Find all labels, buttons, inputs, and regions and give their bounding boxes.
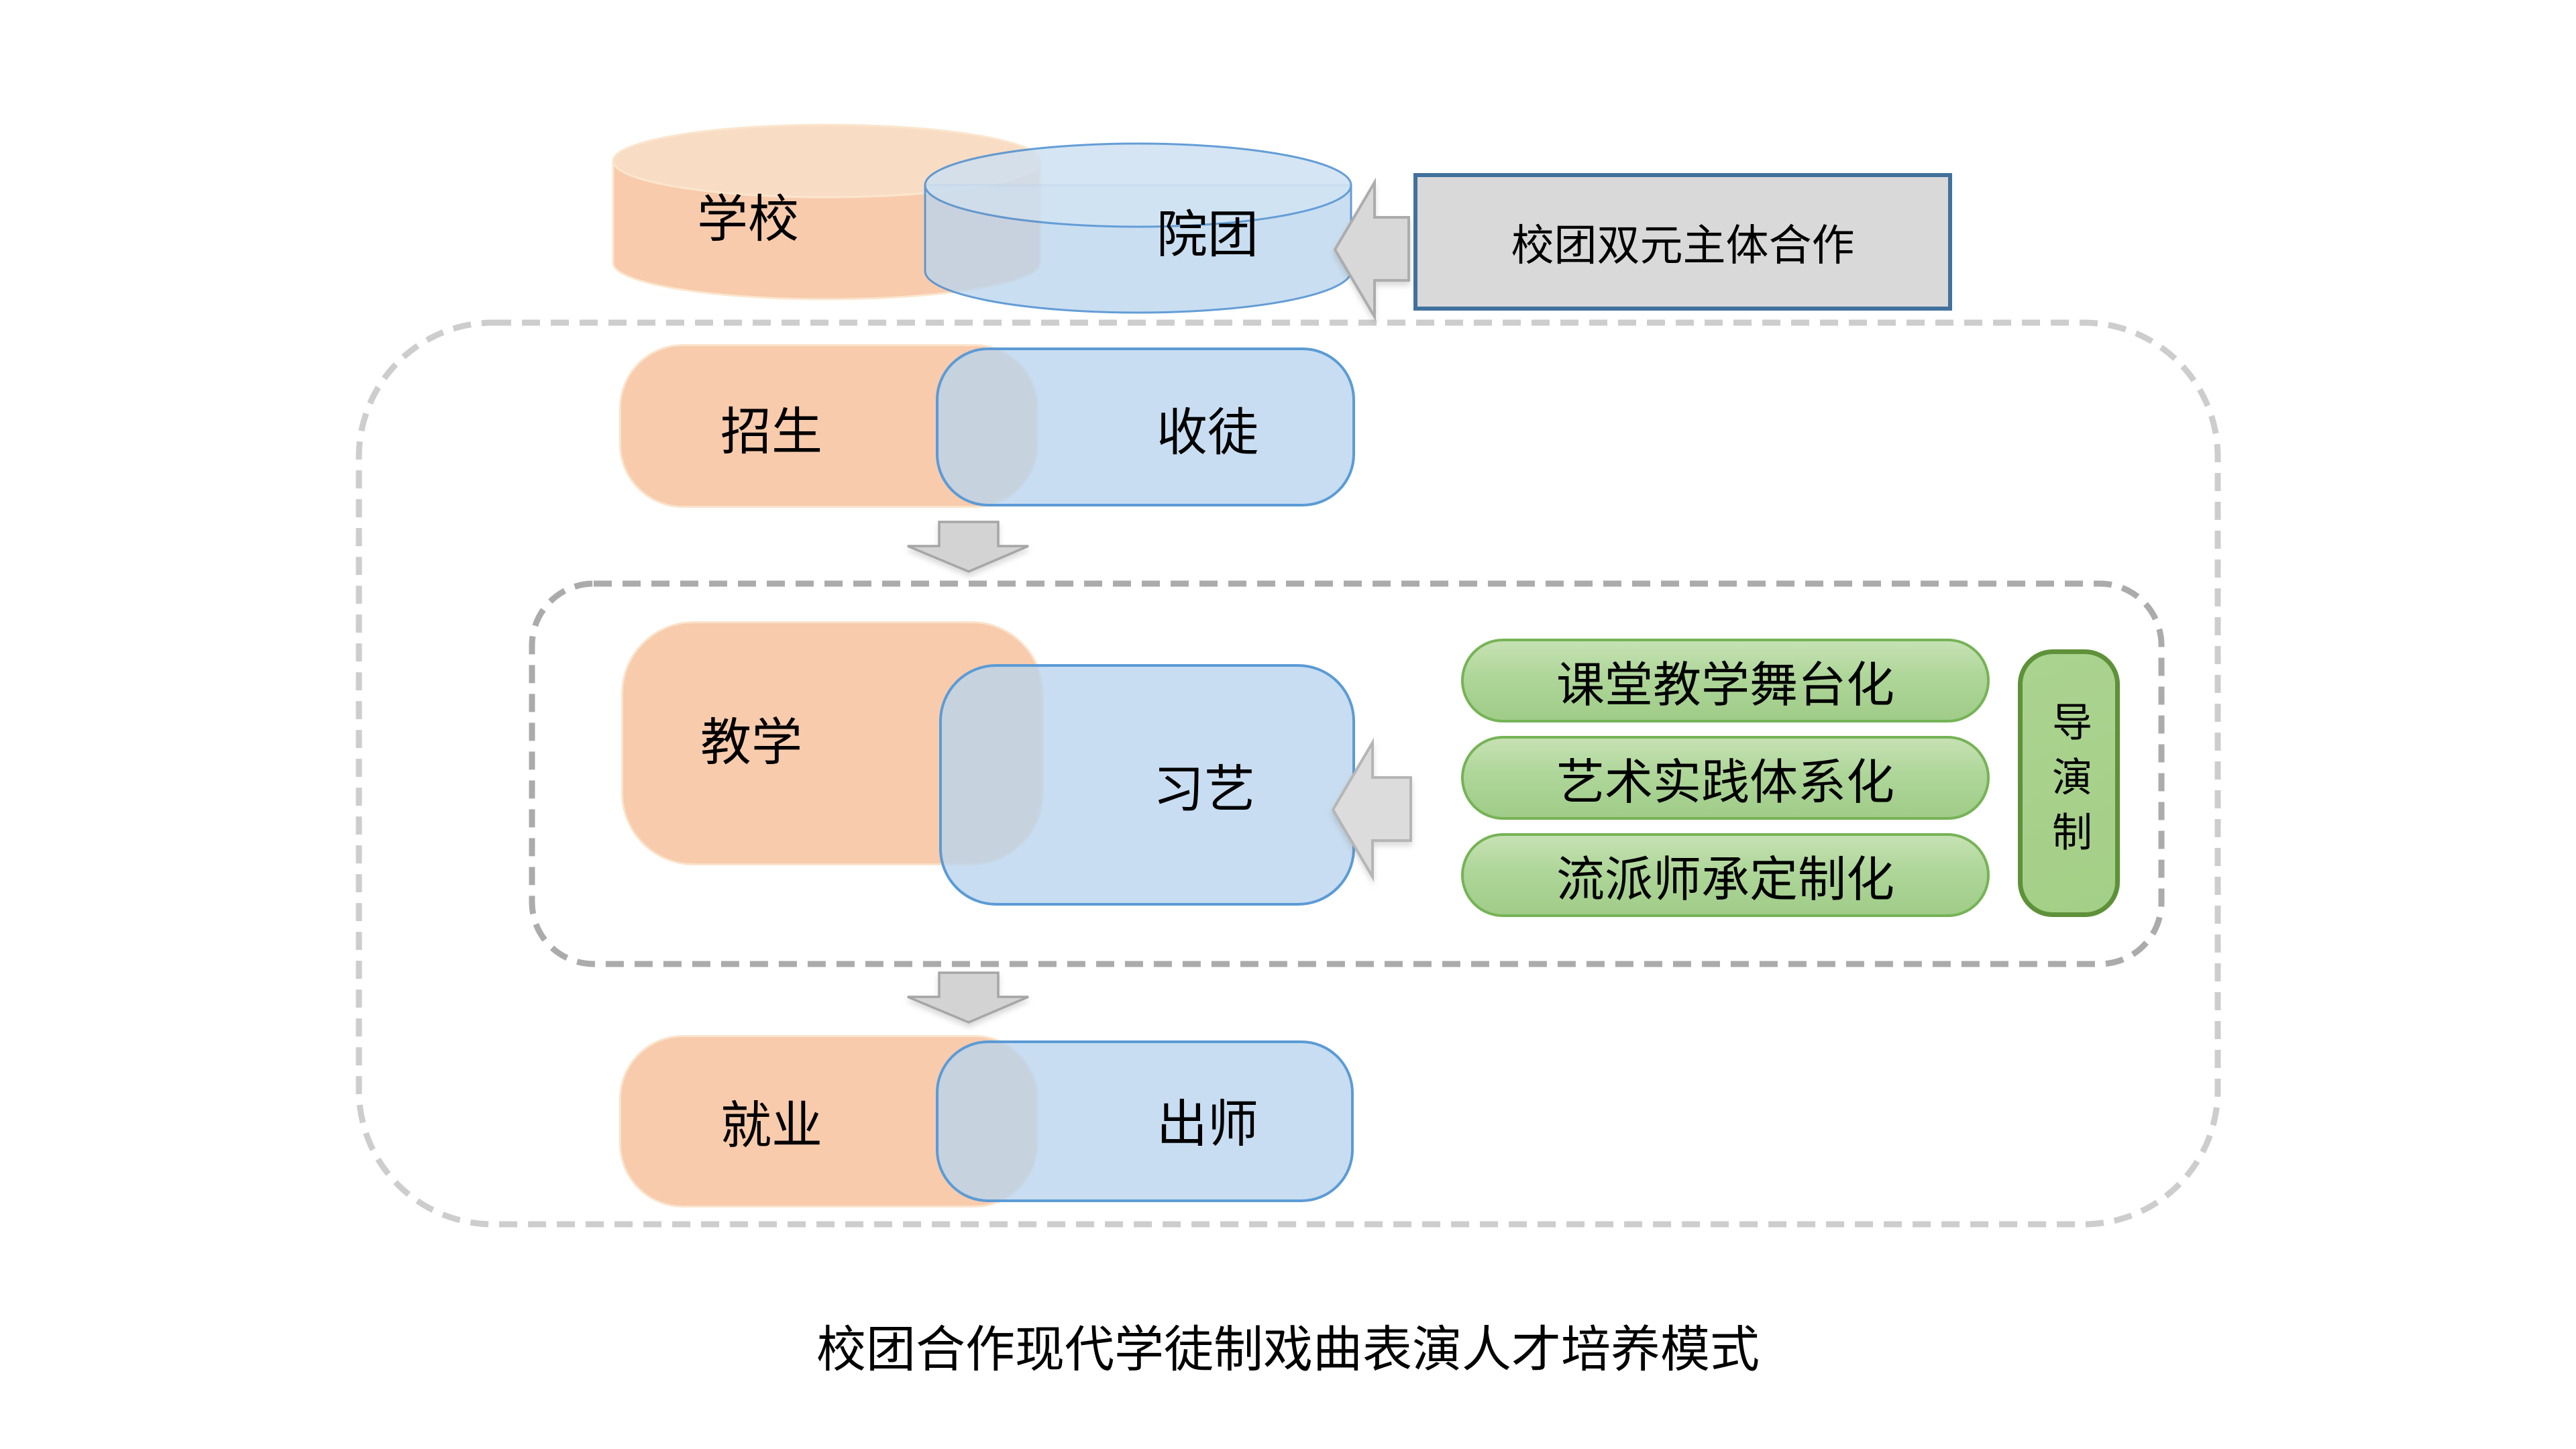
stage-recruit-troupe-label: 收徒 bbox=[1157, 402, 1258, 462]
director-system-label: 导演制 bbox=[2045, 700, 2092, 866]
cooperation-box: 校团双元主体合作 bbox=[1413, 173, 1952, 311]
diagram-caption: 校团合作现代学徒制戏曲表演人才培养模式 bbox=[816, 1321, 1760, 1379]
cooperation-box-label: 校团双元主体合作 bbox=[1511, 221, 1855, 271]
school-cylinder-label: 学校 bbox=[697, 189, 799, 249]
stage-employ-school-label: 就业 bbox=[720, 1095, 822, 1155]
stage-employ-troupe-box bbox=[936, 1040, 1354, 1202]
teaching-method-label-1: 课堂教学舞台化 bbox=[1556, 657, 1894, 713]
stage-teach-troupe-label: 习艺 bbox=[1153, 759, 1255, 819]
teaching-method-pill-1: 课堂教学舞台化 bbox=[1461, 639, 1990, 722]
teaching-method-pill-3: 流派师承定制化 bbox=[1461, 833, 1990, 917]
inner-dashed-frame bbox=[529, 580, 2165, 967]
stage-teach-school-label: 教学 bbox=[700, 712, 802, 772]
stage-employ-troupe-label: 出师 bbox=[1157, 1094, 1258, 1154]
troupe-cylinder-label: 院团 bbox=[1157, 205, 1258, 264]
stage-recruit-troupe-box bbox=[936, 347, 1355, 506]
director-system-box: 导演制 bbox=[2018, 649, 2120, 917]
stage-recruit-school-label: 招生 bbox=[720, 402, 822, 462]
teaching-method-label-3: 流派师承定制化 bbox=[1556, 851, 1894, 908]
troupe-cylinder bbox=[924, 142, 1352, 314]
outer-dashed-frame bbox=[356, 319, 2221, 1228]
stage-teach-troupe-box bbox=[939, 664, 1355, 906]
teaching-method-pill-2: 艺术实践体系化 bbox=[1461, 736, 1990, 820]
teaching-method-label-2: 艺术实践体系化 bbox=[1556, 754, 1894, 810]
